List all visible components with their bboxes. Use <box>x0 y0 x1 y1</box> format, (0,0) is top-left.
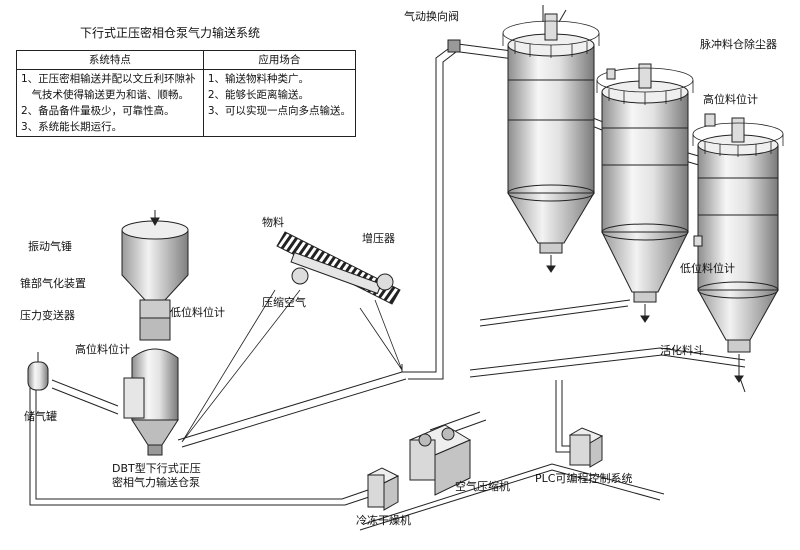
label-pump-line2: 密相气力输送仓泵 <box>112 476 200 489</box>
discharge-arrows <box>546 255 744 383</box>
label-fluidizing-hopper: 活化料斗 <box>660 344 704 357</box>
compressor-unit <box>408 424 472 496</box>
dense-phase-pump <box>123 317 179 456</box>
booster-assembly <box>276 231 401 305</box>
label-material: 物料 <box>262 216 284 229</box>
label-compressed-air: 压缩空气 <box>262 296 306 309</box>
applications-header: 应用场合 <box>202 50 357 70</box>
diagram-title: 下行式正压密相仓泵气力输送系统 <box>79 26 260 40</box>
label-air-tank: 储气罐 <box>24 410 57 423</box>
diverter-valve <box>447 39 461 53</box>
silo-2 <box>601 63 689 303</box>
label-compressor: 空气压缩机 <box>455 480 510 493</box>
application-line: 2、能够长距离输送。 <box>207 89 309 101</box>
feed-hopper <box>121 210 189 319</box>
label-valve: 气动换向阀 <box>404 10 459 23</box>
label-vibrating-hammer: 振动气锤 <box>28 240 72 253</box>
feature-line: 2、备品备件量极少，可靠性高。 <box>21 105 175 117</box>
features-header: 系统特点 <box>16 50 204 70</box>
label-dryer: 冷冻干燥机 <box>356 514 411 527</box>
application-line: 1、输送物料种类广。 <box>207 73 309 85</box>
features-table: 系统特点 应用场合 1、正压密相输送并配以文丘利环隙补 气技术使得输送更为和谐、… <box>16 50 357 137</box>
dryer-unit <box>366 467 400 511</box>
feature-line: 1、正压密相输送并配以文丘利环隙补 <box>21 73 196 85</box>
applications-cell: 1、输送物料种类广。 2、能够长距离输送。 3、可以实现一点向多点输送。 <box>202 69 357 137</box>
silo-3-railing <box>692 122 784 157</box>
label-low-level-right: 低位料位计 <box>680 262 735 275</box>
silo-3 <box>697 117 779 353</box>
feature-line: 3、系统能长期运行。 <box>21 121 123 133</box>
silo-2-railing <box>596 67 694 105</box>
label-high-level-left: 高位料位计 <box>75 343 130 356</box>
level-sensor-icons <box>606 68 716 247</box>
silo-1-railing <box>502 20 600 58</box>
label-pressure-transmitter: 压力变送器 <box>20 309 75 322</box>
air-tank-shape <box>27 352 49 391</box>
plc-cabinet <box>568 427 604 468</box>
label-high-level-right: 高位料位计 <box>703 93 758 106</box>
label-plc: PLC可编程控制系统 <box>535 472 633 485</box>
label-low-level-left: 低位料位计 <box>170 306 225 319</box>
label-pump-line1: DBT型下行式正压 <box>112 462 201 475</box>
booster-rays <box>181 289 403 443</box>
application-line: 3、可以实现一点向多点输送。 <box>207 105 351 117</box>
label-dust-collector: 脉冲料仓除尘器 <box>700 38 777 51</box>
label-cone-aeration: 锥部气化装置 <box>20 277 86 290</box>
features-cell: 1、正压密相输送并配以文丘利环隙补 气技术使得输送更为和谐、顺畅。 2、备品备件… <box>16 69 204 137</box>
silo-1 <box>507 5 595 254</box>
feature-line: 气技术使得输送更为和谐、顺畅。 <box>21 89 189 101</box>
label-booster: 增压器 <box>362 232 395 245</box>
